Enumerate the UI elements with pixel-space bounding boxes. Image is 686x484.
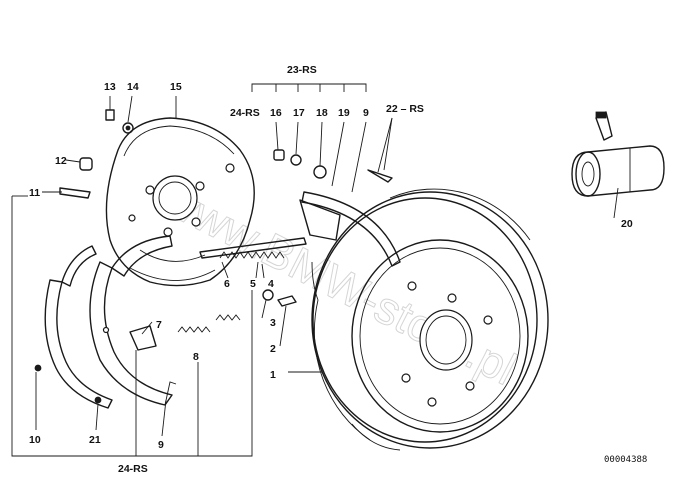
label-24-rs-bottom: 24-RS [118, 463, 148, 475]
label-5: 5 [250, 278, 256, 290]
washer-14[interactable] [122, 122, 134, 134]
label-3: 3 [270, 317, 276, 329]
pin-21[interactable] [94, 396, 102, 404]
watermark-text: www.BMW-store.pl [155, 172, 525, 395]
label-20: 20 [621, 218, 633, 230]
label-6: 6 [224, 278, 230, 290]
plug-12[interactable] [79, 157, 93, 171]
label-1: 1 [270, 369, 276, 381]
leader-lines [35, 95, 619, 437]
label-14: 14 [127, 81, 139, 93]
label-10: 10 [29, 434, 41, 446]
label-17: 17 [293, 107, 305, 119]
label-18: 18 [316, 107, 328, 119]
washer-3[interactable] [262, 289, 274, 301]
brake-drum[interactable] [311, 188, 549, 451]
brake-shoe-front[interactable] [89, 235, 177, 406]
label-9-top: 9 [363, 107, 369, 119]
label-21: 21 [89, 434, 101, 446]
brake-shoe-rear[interactable] [44, 245, 113, 409]
wheel-cylinder[interactable] [571, 111, 665, 197]
backing-plate[interactable] [105, 117, 255, 287]
label-13: 13 [104, 81, 116, 93]
label-22-rs: 22 – RS [386, 103, 424, 115]
part-16[interactable] [273, 149, 285, 161]
part-18[interactable] [313, 165, 327, 179]
adjuster-7[interactable] [129, 325, 157, 351]
label-16: 16 [270, 107, 282, 119]
upper-return-spring[interactable] [199, 237, 307, 259]
part-22[interactable] [367, 169, 393, 183]
lower-spring[interactable] [177, 314, 241, 333]
bolt-2[interactable] [277, 295, 297, 307]
bolt-11[interactable] [59, 187, 91, 199]
part-17[interactable] [290, 154, 302, 166]
part-labels: 13 14 15 12 11 23-RS 24-RS 16 17 18 19 9… [29, 64, 647, 475]
diagram-number: 00004388 [604, 455, 647, 465]
label-15: 15 [170, 81, 182, 93]
label-7: 7 [156, 319, 162, 331]
label-8: 8 [193, 351, 199, 363]
label-11: 11 [29, 187, 40, 199]
group-brackets [11, 83, 367, 457]
right-shoe-lining[interactable] [299, 191, 401, 301]
label-9-bottom: 9 [158, 439, 164, 451]
label-12: 12 [55, 155, 67, 167]
bolt-13[interactable] [105, 109, 115, 121]
label-2: 2 [270, 343, 276, 355]
label-23-rs: 23-RS [287, 64, 317, 76]
label-24-rs-top: 24-RS [230, 107, 260, 119]
label-4: 4 [268, 278, 274, 290]
label-19: 19 [338, 107, 350, 119]
pin-10[interactable] [34, 364, 42, 372]
